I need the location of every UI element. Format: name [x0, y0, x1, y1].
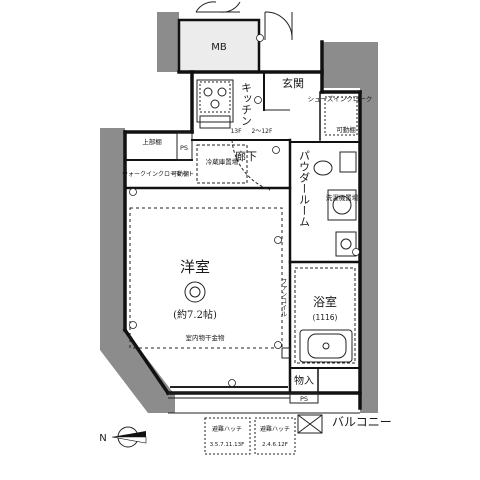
kitchen-label: キッチン [240, 82, 253, 126]
compass-north-label: N [99, 433, 106, 444]
evac-hatch-1-label: 避難ハッチ [212, 425, 242, 433]
upper-shelf-label: 上部棚 [142, 137, 162, 146]
corridor-label: 廊下 [235, 149, 257, 163]
western-room-size: (約7.2帖) [173, 308, 217, 321]
outlet-markers [129, 34, 360, 387]
walls [122, 18, 362, 410]
fixtures [129, 1, 360, 455]
entrance-label: 玄関 [282, 76, 304, 90]
evac-hatch-1-floors: 3.5.7.11.13F [210, 442, 245, 448]
evac-hatch-2-label: 避難ハッチ [260, 425, 290, 433]
indoor-drying-label: 室内物干金物 [186, 333, 226, 342]
floor-note-13f: 13F [230, 128, 242, 135]
movable-shelf-label-1: 可動棚 [336, 125, 356, 134]
floor-note-2-12f: 2〜12F [252, 128, 273, 135]
walkin-closet-label: ウォークインクローゼット [122, 170, 194, 178]
fridge-space-label: 冷蔵庫置場 [206, 157, 239, 166]
bathroom-size: (1116) [313, 313, 338, 322]
mb-label: MB [211, 42, 227, 53]
storage-label: 物入 [294, 374, 314, 387]
fan-coil-label: ファンコイル [279, 278, 287, 317]
powder-room-label: パウダールーム [298, 150, 311, 227]
ps-lower-label: PS [300, 395, 308, 403]
movable-shelf-label-2: 可動棚 [171, 170, 189, 178]
western-room-label: 洋室 [180, 258, 210, 276]
washer-space-label: 洗濯機置場 [326, 193, 359, 202]
structure-walls [100, 12, 378, 413]
ps-upper-label: PS [180, 144, 188, 152]
balcony-label: バルコニー [332, 415, 392, 429]
bathroom-label: 浴室 [313, 294, 337, 309]
shoe-closet-label: シューズインクローク [308, 94, 373, 103]
compass-icon: N [99, 426, 147, 448]
evac-hatch-2-floors: 2.4.6.12F [262, 442, 288, 448]
